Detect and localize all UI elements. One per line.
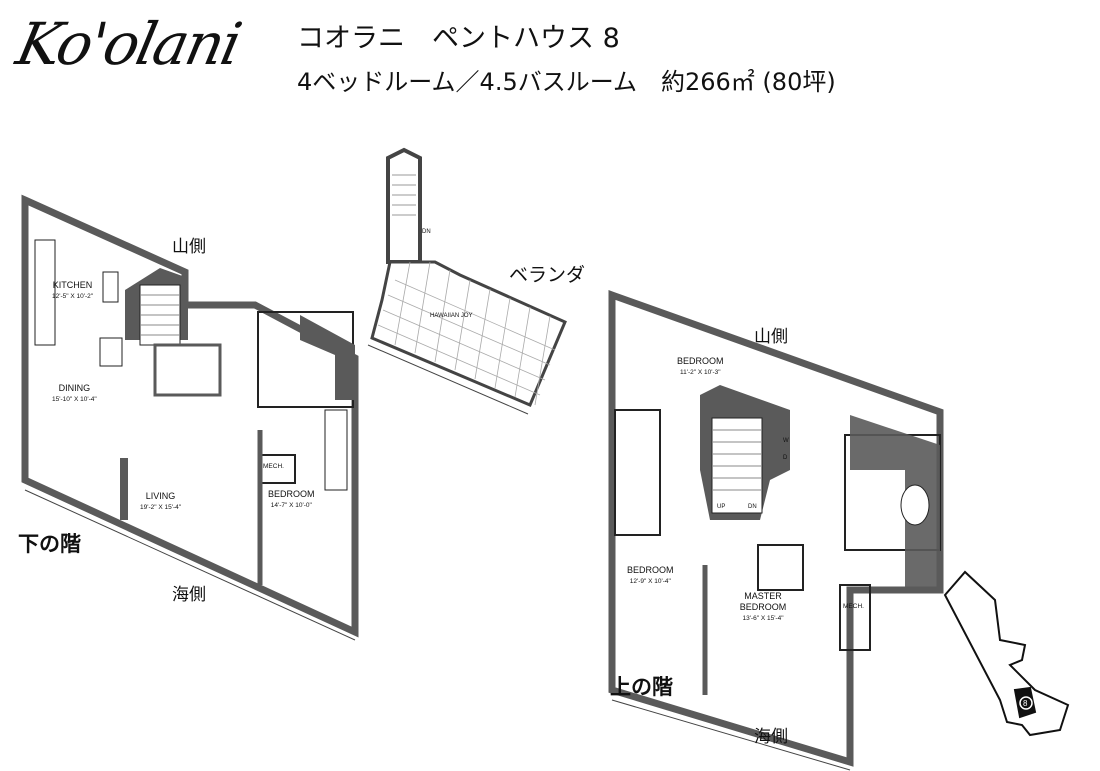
room-living: LIVING 19'-2" X 15'-4" xyxy=(140,491,181,513)
key-plan-outline xyxy=(943,570,1070,737)
veranda-stair-tower xyxy=(386,147,422,264)
upper-mech-room xyxy=(839,584,871,651)
lower-powder-room xyxy=(153,343,222,397)
upper-floor-plan xyxy=(608,290,944,771)
room-dining: DINING 15'-10" X 10'-4" xyxy=(52,383,97,405)
dryer-label: D xyxy=(783,455,788,461)
bathtub xyxy=(900,484,930,526)
room-kitchen: KITCHEN 12'-5" X 10'-2" xyxy=(52,280,93,302)
room-master-bedroom: MASTER BEDROOM 13'-6" X 15'-4" xyxy=(728,591,798,624)
page-subtitle: 4ベッドルーム／4.5バスルーム 約266㎡ (80坪) xyxy=(297,68,836,96)
lower-floor-outer-wall xyxy=(21,194,359,638)
upper-bath-left xyxy=(614,409,661,536)
washer-label: W xyxy=(783,438,789,444)
lower-mountain-side-label: 山側 xyxy=(172,237,206,257)
veranda-stair-down: DN xyxy=(422,229,431,235)
room-bedroom-upper-west: BEDROOM 12'-9" X 10'-4" xyxy=(627,565,674,587)
room-size: 12'-9" X 10'-4" xyxy=(629,578,671,585)
room-size: 12'-5" X 10'-2" xyxy=(52,293,94,300)
upper-master-bath-wall xyxy=(850,415,940,590)
building-key-plan xyxy=(943,570,1070,737)
upper-mountain-side-label: 山側 xyxy=(754,327,788,347)
room-mech-lower: MECH. xyxy=(263,463,284,470)
lower-bath-wall xyxy=(300,315,355,400)
lower-closet xyxy=(324,409,348,491)
room-name: BEDROOM xyxy=(627,565,674,575)
upper-floor-outer-wall xyxy=(608,290,944,767)
upper-ocean-side-label: 海側 xyxy=(754,727,788,747)
upper-closet xyxy=(757,544,804,591)
veranda-label: ベランダ xyxy=(509,264,586,286)
room-name: BEDROOM xyxy=(268,489,315,499)
room-bedroom-lower: BEDROOM 14'-7" X 10'-0" xyxy=(268,489,315,511)
room-size: 11'-2" X 10'-3" xyxy=(679,369,721,376)
room-size: 19'-2" X 15'-4" xyxy=(140,504,182,511)
lower-stove xyxy=(102,271,119,303)
lower-floor-plan xyxy=(21,194,359,641)
room-size: 15'-10" X 10'-4" xyxy=(52,396,97,403)
veranda-floor-note: HAWAIIAN JOY xyxy=(430,313,473,319)
veranda-plan xyxy=(367,147,567,415)
room-name: DINING xyxy=(58,383,91,393)
lower-floor-label: 下の階 xyxy=(18,532,81,556)
room-size: 13'-6" X 15'-4" xyxy=(742,615,784,622)
lower-kitchen-counter xyxy=(34,239,56,346)
room-name: MASTER BEDROOM xyxy=(739,591,787,612)
room-name: LIVING xyxy=(145,491,176,501)
stair-down-label: DN xyxy=(748,504,757,510)
lower-fridge xyxy=(99,337,123,367)
room-size: 14'-7" X 10'-0" xyxy=(270,502,312,509)
lower-ocean-side-label: 海側 xyxy=(172,585,206,605)
room-name: KITCHEN xyxy=(52,280,93,290)
page-title: コオラニ ペントハウス 8 xyxy=(297,23,620,54)
stair-up-label: UP xyxy=(717,504,726,510)
room-mech-upper: MECH. xyxy=(843,603,864,610)
upper-floor-label: 上の階 xyxy=(610,675,673,699)
room-name: BEDROOM xyxy=(677,356,724,366)
lower-living-partition xyxy=(120,458,128,520)
key-plan-unit-number: 8 xyxy=(1023,699,1028,708)
room-bedroom-upper-north: BEDROOM 11'-2" X 10'-3" xyxy=(677,356,724,378)
